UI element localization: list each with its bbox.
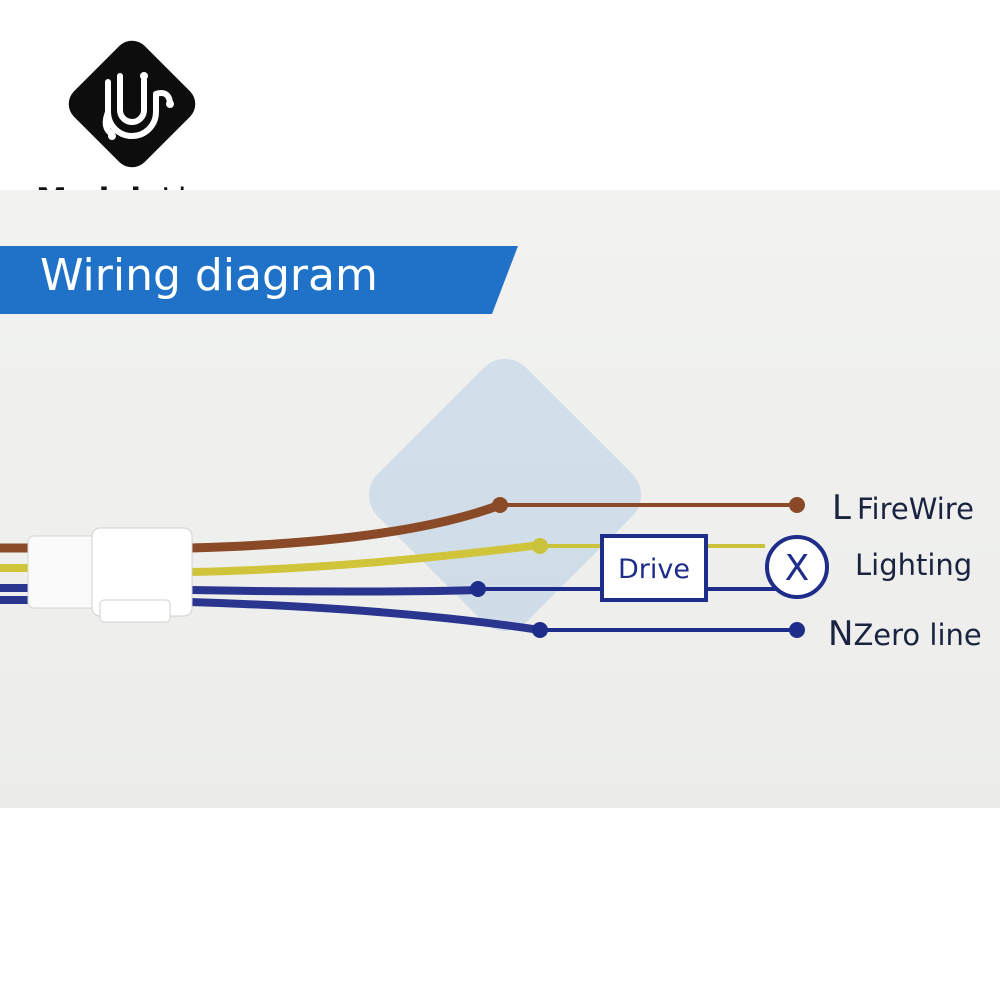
lamp-symbol: X — [785, 548, 810, 589]
watermark-logo-icon — [368, 358, 642, 632]
brown-wire — [0, 500, 502, 553]
navy-wire-1 — [0, 584, 481, 596]
title-banner — [0, 246, 518, 314]
zero-line-text: Zero line — [853, 618, 982, 652]
drive-box-label: Drive — [618, 554, 690, 585]
firewire-end-node — [789, 497, 805, 513]
firewire-prefix: L — [832, 488, 851, 528]
drive-box — [600, 534, 708, 602]
zero-line-end-node — [789, 622, 805, 638]
firewire-start-node — [492, 497, 508, 513]
navy-wire-2 — [0, 596, 541, 634]
zero-line-label: NZero line — [828, 614, 982, 654]
yellow-wire — [0, 541, 541, 576]
lighting-label: Lighting — [855, 548, 972, 582]
firewire-text: FireWire — [856, 492, 974, 526]
lighting-text: Lighting — [855, 548, 973, 582]
lamp-icon — [765, 535, 829, 599]
zero-line-start-node — [532, 622, 548, 638]
brand-logo: ModuleLive — [18, 14, 223, 218]
lighting-start-node — [532, 538, 548, 554]
banner-title: Wiring diagram — [40, 250, 378, 301]
wire-connector — [27, 527, 193, 623]
modulelive-logo-icon — [68, 40, 196, 168]
wiring-diagram: Drive X — [0, 358, 829, 638]
zero-line-prefix: N — [828, 614, 854, 654]
drive-return-node — [470, 581, 486, 597]
